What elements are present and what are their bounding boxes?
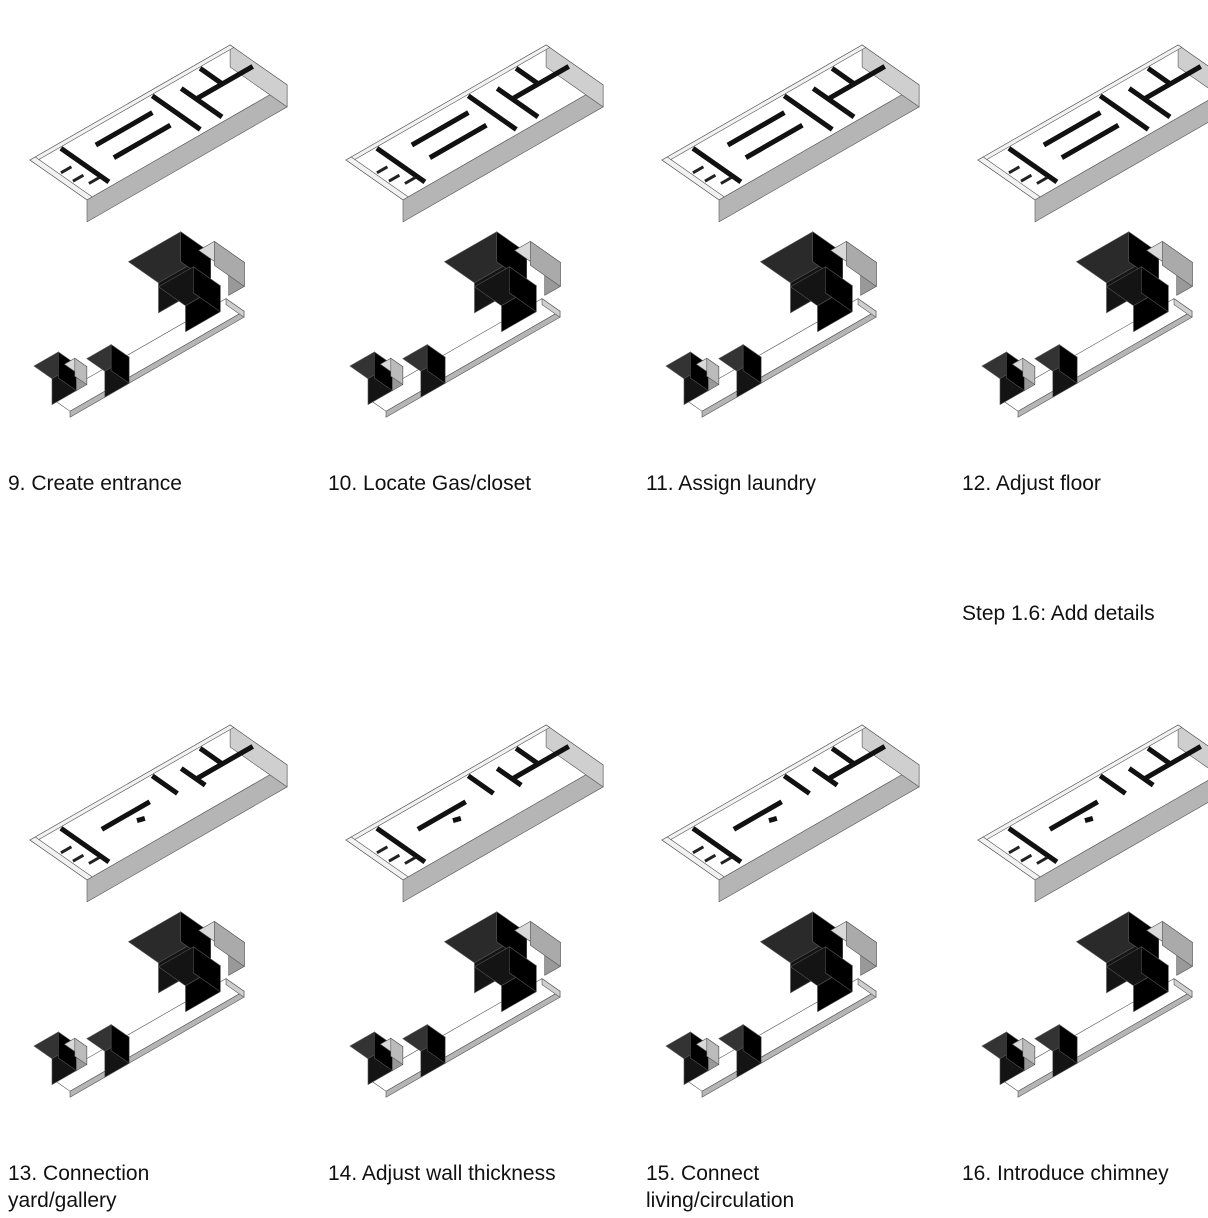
wall-plan-diagram [652, 10, 912, 200]
massing-diagram [652, 952, 912, 1132]
massing-diagram [652, 272, 912, 452]
step-15-panel [652, 690, 912, 1130]
step-12-panel [968, 10, 1208, 450]
floor-band-top [52, 979, 244, 1092]
wall-plan-diagram [968, 690, 1208, 880]
step-9-panel [20, 10, 280, 450]
floor-band-top [368, 979, 560, 1092]
step-14-panel [336, 690, 596, 1130]
step-14-caption: 14. Adjust wall thickness [328, 1160, 556, 1187]
interior-partition [453, 818, 461, 820]
step-13-panel [20, 690, 280, 1130]
step-12-caption: 12. Adjust floor [962, 470, 1101, 497]
wall-plan-diagram [968, 10, 1208, 200]
wall-plan-diagram [336, 10, 596, 200]
interior-partition [1085, 818, 1093, 820]
step-16-caption: 16. Introduce chimney [962, 1160, 1169, 1187]
massing-diagram [20, 272, 280, 452]
step-10-caption: 10. Locate Gas/closet [328, 470, 531, 497]
floor-band-top [1000, 979, 1192, 1092]
step-16-panel [968, 690, 1208, 1130]
wall-plan-diagram [20, 690, 280, 880]
massing-diagram [336, 952, 596, 1132]
step-11-caption: 11. Assign laundry [646, 470, 816, 497]
floor-band-top [368, 299, 560, 412]
section-label: Step 1.6: Add details [962, 602, 1155, 626]
wall-plan-diagram [20, 10, 280, 200]
step-9-caption: 9. Create entrance [8, 470, 182, 497]
floor-band-top [684, 299, 876, 412]
step-10-panel [336, 10, 596, 450]
floor-band-top [52, 299, 244, 412]
wall-plan-diagram [652, 690, 912, 880]
massing-diagram [336, 272, 596, 452]
floor-band-top [1000, 299, 1192, 412]
step-13-caption: 13. Connection yard/gallery [8, 1160, 149, 1214]
step-15-caption: 15. Connect living/circulation [646, 1160, 794, 1214]
interior-partition [137, 818, 145, 820]
interior-partition [769, 818, 777, 820]
massing-diagram [968, 952, 1208, 1132]
massing-diagram [968, 272, 1208, 452]
wall-plan-diagram [336, 690, 596, 880]
massing-diagram [20, 952, 280, 1132]
step-11-panel [652, 10, 912, 450]
floor-band-top [684, 979, 876, 1092]
